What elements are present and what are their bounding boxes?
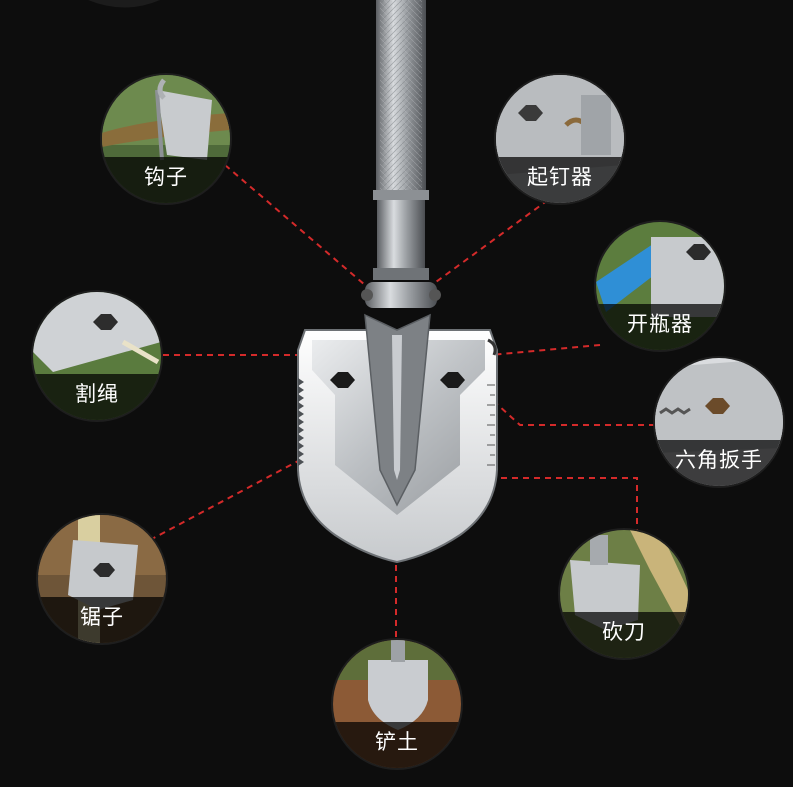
- label-band: 锯子: [38, 597, 166, 643]
- hex-hole-left: [330, 372, 355, 388]
- shovel-handle: [361, 0, 441, 308]
- feature-hook: 钩子: [102, 75, 230, 203]
- connector-hex-wrench: [486, 394, 655, 426]
- label-band: 割绳: [33, 374, 161, 420]
- feature-saw: 锯子: [38, 515, 166, 643]
- label-band: 钩子: [102, 157, 230, 203]
- connector-lines: [149, 164, 655, 640]
- saw-teeth: [298, 378, 304, 466]
- connector-saw: [149, 459, 301, 541]
- label-band: 开瓶器: [596, 304, 724, 350]
- label-band: 铲土: [333, 722, 461, 768]
- feature-rope-cutter: 割绳: [33, 292, 161, 420]
- feature-label: 开瓶器: [627, 312, 693, 336]
- ruler-marks: [487, 384, 495, 466]
- connector-chopper: [495, 477, 638, 535]
- feature-label: 起钉器: [527, 165, 593, 189]
- top-circle-fragment: [88, 0, 160, 8]
- label-band: 起钉器: [496, 157, 624, 203]
- connector-nail-puller: [424, 199, 549, 291]
- feature-digging: 铲土: [333, 640, 461, 768]
- connector-bottle-opener: [489, 344, 601, 356]
- feature-label: 钩子: [144, 165, 188, 189]
- label-band: 砍刀: [560, 612, 688, 658]
- feature-label: 六角扳手: [675, 448, 763, 472]
- feature-label: 锯子: [80, 605, 124, 629]
- feature-chopper: 砍刀: [560, 530, 688, 658]
- shovel-blade: [297, 313, 498, 564]
- feature-label: 砍刀: [602, 620, 646, 644]
- label-band: 六角扳手: [655, 440, 783, 486]
- connector-hook: [224, 164, 366, 286]
- hex-hole-right: [440, 372, 465, 388]
- feature-nail-puller: 起钉器: [496, 75, 624, 203]
- feature-label: 割绳: [75, 382, 119, 406]
- feature-bottle-opener: 开瓶器: [596, 222, 724, 350]
- feature-label: 铲土: [375, 730, 419, 754]
- feature-hex-wrench: 六角扳手: [655, 358, 783, 486]
